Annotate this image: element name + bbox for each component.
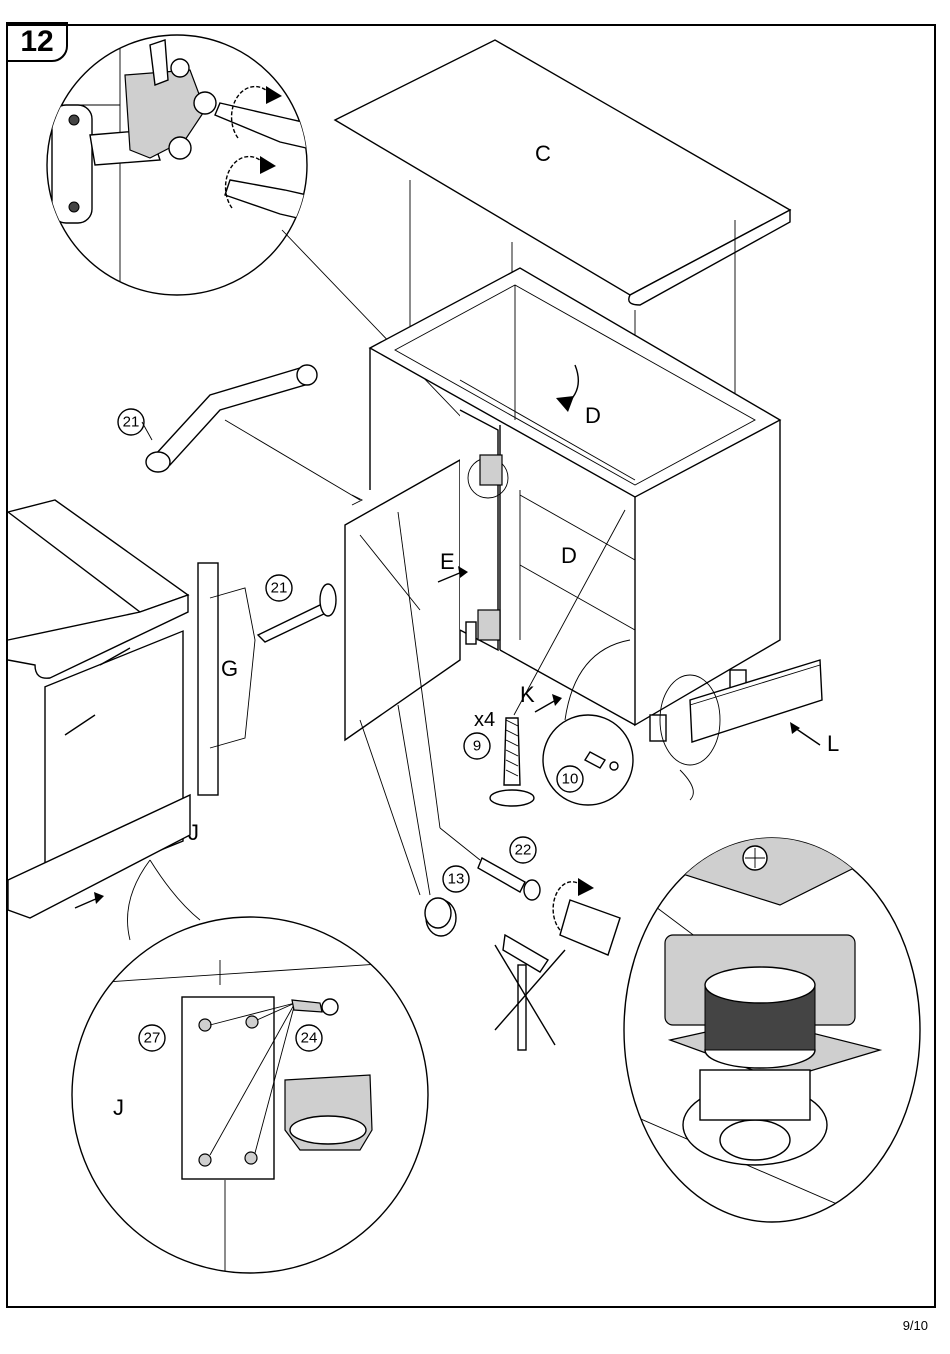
part-callout-24: 24 [296, 1025, 322, 1051]
label-J-detail: J [113, 1095, 124, 1120]
part-callout-13: 13 [443, 866, 469, 892]
label-L: L [827, 731, 839, 756]
label-C: C [535, 141, 551, 166]
part-callout-9: 9 [464, 733, 490, 759]
part-number-27: 27 [144, 1030, 161, 1047]
quantity-label: x4 [474, 709, 495, 731]
page-number: 9/10 [903, 1318, 928, 1333]
label-E: E [440, 549, 455, 574]
part-number-9: 9 [473, 738, 481, 755]
part-callout-21-screw: 21 [266, 575, 292, 601]
part-callout-21-handle: 21 [118, 409, 144, 435]
label-D-top: D [585, 403, 601, 428]
part-number-24: 24 [301, 1030, 318, 1047]
part-number-21-handle: 21 [123, 414, 140, 431]
part-callout-10: 10 [557, 766, 583, 792]
part-number-13: 13 [448, 871, 465, 888]
part-number-22: 22 [515, 842, 532, 859]
label-D-side: D [561, 543, 577, 568]
part-callout-27: 27 [139, 1025, 165, 1051]
part-callout-22: 22 [510, 837, 536, 863]
part-number-21-screw: 21 [271, 580, 288, 597]
label-G: G [221, 656, 238, 681]
part-number-10: 10 [562, 771, 579, 788]
label-J-main: J [188, 820, 199, 845]
label-K: K [520, 682, 535, 707]
